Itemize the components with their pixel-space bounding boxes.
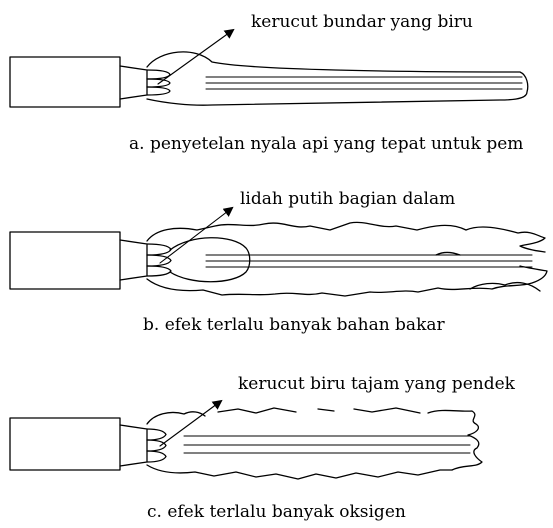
torch-body [9,231,121,290]
white-inner-tongue [169,237,251,283]
caption-b: b. efek terlalu banyak bahan bakar [143,315,446,335]
panel-b: lidah putih bagian dalam b. efek terlalu… [9,189,548,335]
annotation-arrow [157,28,235,85]
torch-body [9,417,121,471]
panel-a: kerucut bundar yang biru a. penyetelan n… [9,12,529,154]
flame-tip-curl [469,281,541,292]
annotation-arrow [159,399,223,447]
flame-envelope-top [353,407,421,414]
flame-tip-curl [435,251,461,256]
flame-envelope-bottom [146,464,453,480]
annotation-label-b: lidah putih bagian dalam [240,189,455,209]
inner-cones [146,243,172,277]
torch-nozzle [119,424,148,467]
caption-c: c. efek terlalu banyak oksigen [147,502,406,522]
flame-envelope-top [146,411,206,425]
inner-cones [146,428,167,463]
flame-envelope-top [317,408,335,412]
torch-nozzle [119,239,148,281]
torch-body [9,56,121,108]
caption-a: a. penyetelan nyala api yang tepat untuk… [129,134,523,154]
flame-envelope-top [217,407,297,414]
torch-nozzle [119,65,148,100]
flame-envelope-bottom [146,265,548,297]
annotation-arrow [159,206,234,264]
annotation-label-a: kerucut bundar yang biru [251,12,473,32]
annotation-label-c: kerucut biru tajam yang pendek [238,374,516,394]
panel-c: kerucut biru tajam yang pendek c. efek t… [9,374,516,522]
flame-envelope [146,51,529,106]
inner-cones [146,69,171,96]
flame-envelope-top [146,221,546,253]
flame-envelope-top [427,409,483,471]
